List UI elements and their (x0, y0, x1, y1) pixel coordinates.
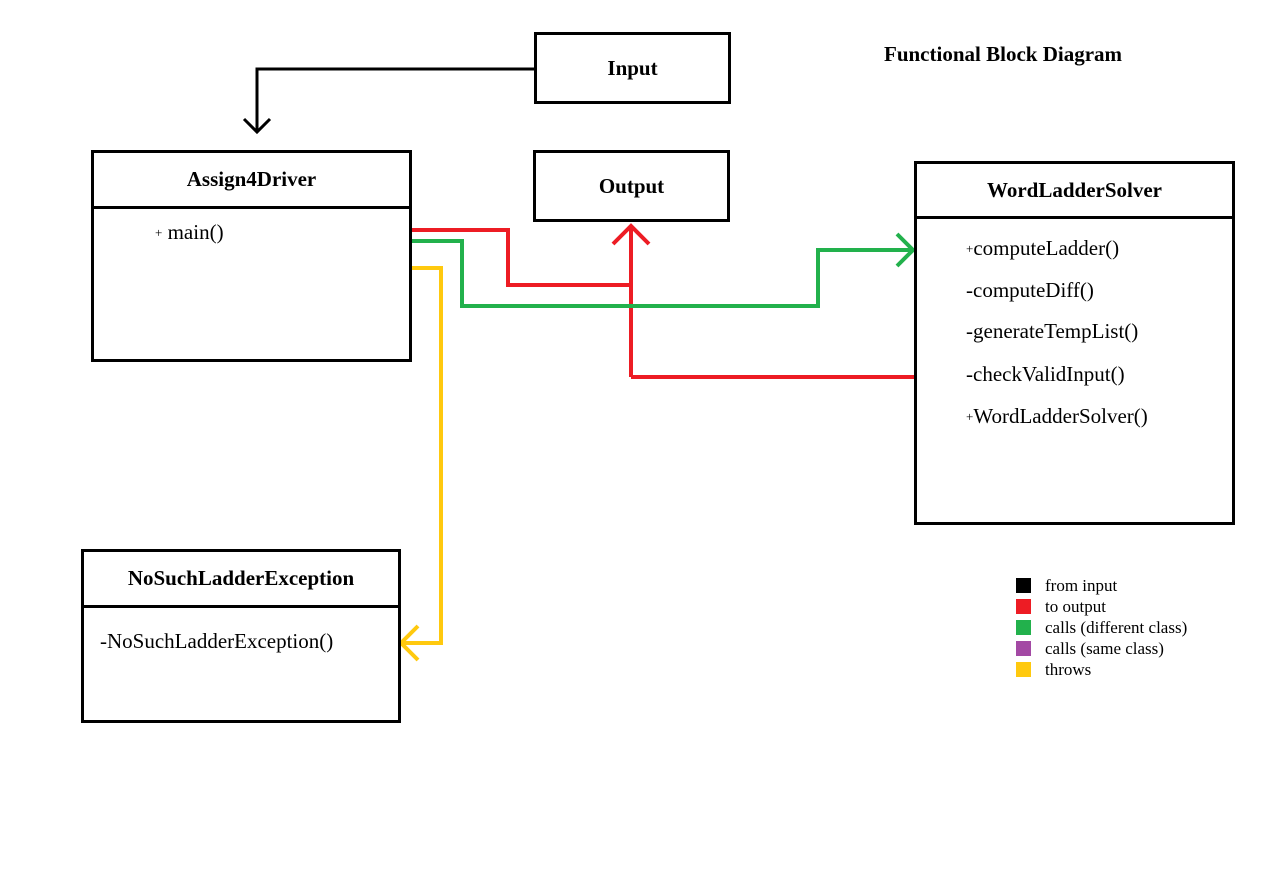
legend-item-from-input: from input (1016, 575, 1187, 596)
method-visibility: - (966, 278, 973, 302)
wordladdersolver-method-constructor: +WordLadderSolver() (966, 404, 1148, 429)
wordladdersolver-method-checkvalidinput: -checkValidInput() (966, 362, 1125, 387)
method-name: computeDiff() (973, 278, 1094, 302)
legend-item-calls-different-class: calls (different class) (1016, 617, 1187, 638)
legend-label: to output (1045, 596, 1106, 616)
method-name: computeLadder() (973, 236, 1120, 260)
method-visibility: - (100, 629, 107, 653)
method-visibility: - (966, 362, 973, 386)
wordladdersolver-method-computediff: -computeDiff() (966, 278, 1094, 303)
wordladdersolver-class-name: WordLadderSolver (917, 164, 1232, 219)
wordladdersolver-method-generatetemplist: -generateTempList() (966, 319, 1138, 344)
legend-item-to-output: to output (1016, 596, 1187, 617)
method-visibility: + (966, 241, 974, 256)
wordladdersolver-method-computeladder: +computeLadder() (966, 236, 1119, 261)
nosuchladderexception-method-constructor: -NoSuchLadderException() (100, 629, 333, 654)
legend-label: from input (1045, 575, 1118, 595)
nosuchladderexception-class-name: NoSuchLadderException (84, 552, 398, 608)
legend: from input to output calls (different cl… (1016, 575, 1187, 680)
assign4driver-class-box: Assign4Driver (91, 150, 412, 362)
assign4driver-class-name: Assign4Driver (94, 153, 409, 209)
legend-item-calls-same-class: calls (same class) (1016, 638, 1187, 659)
method-visibility: - (966, 319, 973, 343)
legend-label: throws (1045, 659, 1092, 679)
assign4driver-method-main: + main() (155, 220, 224, 245)
legend-swatch (1016, 599, 1031, 614)
method-name: generateTempList() (973, 319, 1139, 343)
legend-swatch (1016, 662, 1031, 677)
legend-item-throws: throws (1016, 659, 1187, 680)
legend-swatch (1016, 620, 1031, 635)
diagram-title: Functional Block Diagram (884, 42, 1123, 66)
nosuchladderexception-class-box: NoSuchLadderException (81, 549, 401, 723)
input-box: Input (534, 32, 731, 104)
legend-label: calls (different class) (1045, 617, 1188, 637)
from-input-connector (242, 67, 535, 135)
method-visibility: + (155, 225, 163, 240)
input-box-label: Input (607, 55, 658, 80)
legend-label: calls (same class) (1045, 638, 1164, 658)
output-box-label: Output (598, 173, 665, 198)
legend-swatch (1016, 641, 1031, 656)
method-name: checkValidInput() (973, 362, 1125, 386)
legend-swatch (1016, 578, 1031, 593)
output-box: Output (533, 150, 730, 222)
method-name: WordLadderSolver() (973, 404, 1148, 428)
method-name: NoSuchLadderException() (107, 629, 334, 653)
wordladdersolver-class-box: WordLadderSolver (914, 161, 1235, 525)
method-visibility: + (966, 409, 974, 424)
method-name: main() (167, 220, 224, 244)
